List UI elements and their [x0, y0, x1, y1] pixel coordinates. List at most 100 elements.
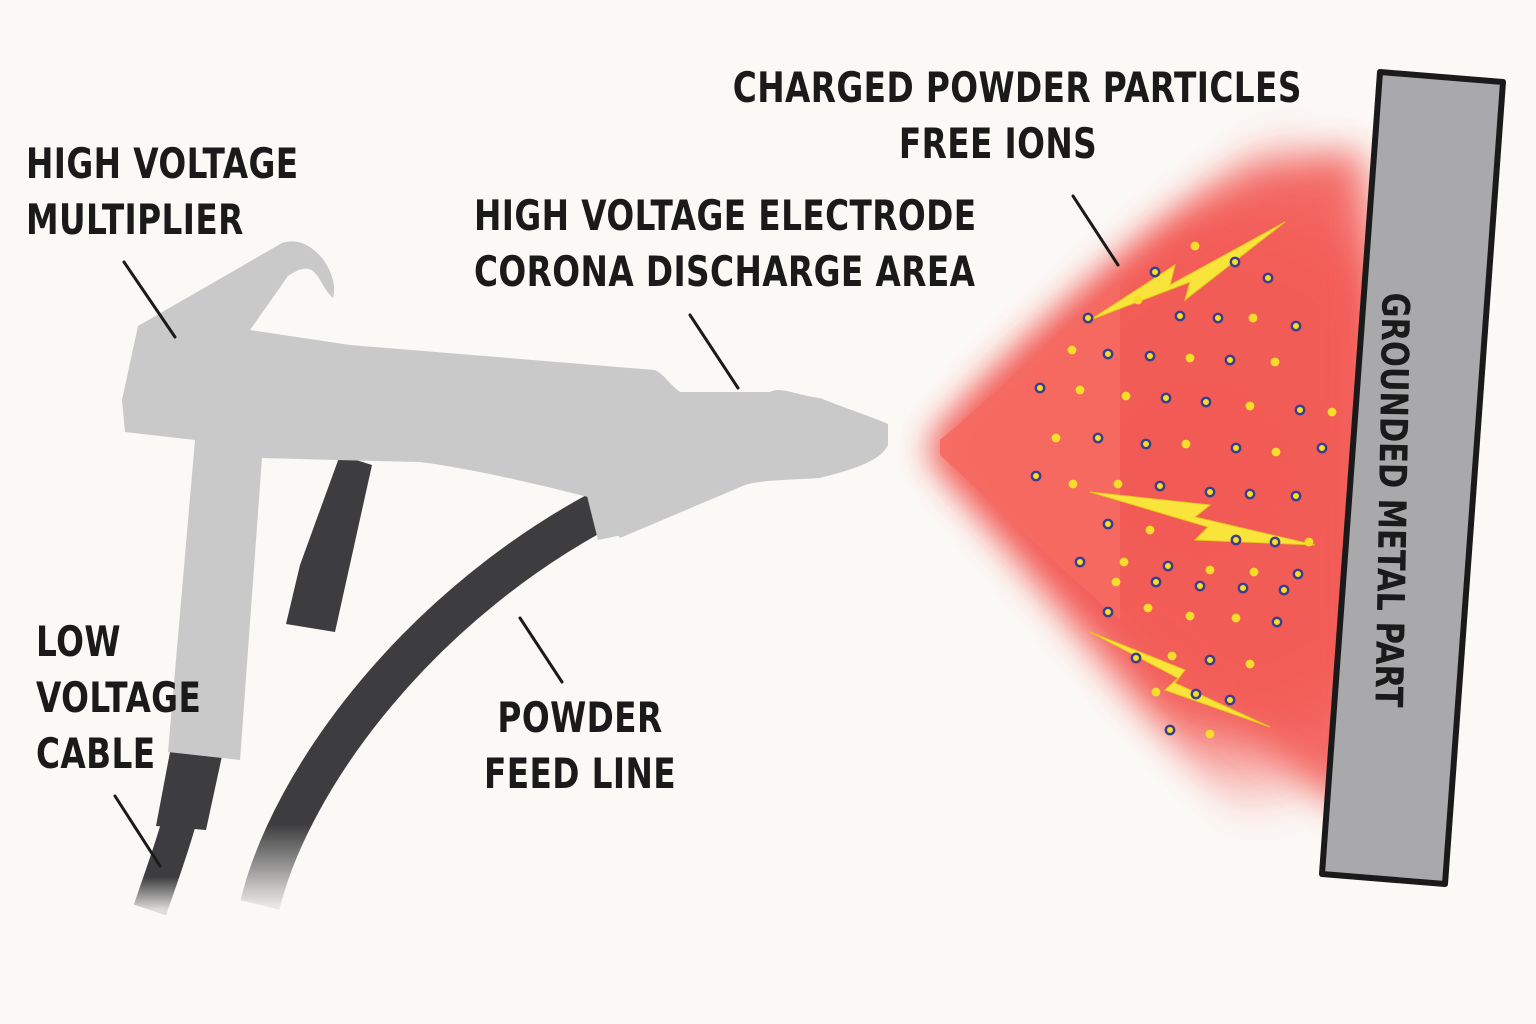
leader-line-particles: [1071, 194, 1120, 267]
powder-particle: [1068, 479, 1078, 489]
powder-particle: [1304, 537, 1314, 547]
label-electrode-corona: HIGH VOLTAGE ELECTRODE CORONA DISCHARGE …: [474, 188, 976, 300]
leader-line-cable: [113, 794, 162, 868]
label-line: CORONA DISCHARGE AREA: [474, 247, 976, 296]
powder-particle: [1271, 447, 1281, 457]
free-ion-particle: [1074, 556, 1086, 568]
powder-particle: [1231, 613, 1241, 623]
powder-particle: [1249, 567, 1259, 577]
label-line: CABLE: [36, 729, 156, 778]
free-ion-particle: [1144, 350, 1156, 362]
free-ion-particle: [1102, 606, 1114, 618]
lightning-bolt-icon: [1089, 221, 1286, 321]
free-ion-particle: [1149, 266, 1161, 278]
free-ion-particle: [1212, 312, 1224, 324]
leader-lines: [113, 194, 1120, 868]
free-ion-particle: [1092, 432, 1104, 444]
label-line: HIGH VOLTAGE ELECTRODE: [474, 191, 977, 240]
lightning-bolt-icons: [1089, 221, 1316, 728]
leader-line-electrode: [688, 313, 740, 390]
label-line: FEED LINE: [483, 749, 677, 798]
label-low-voltage-cable: LOW VOLTAGE CABLE: [36, 614, 201, 782]
free-ion-particle: [1294, 404, 1306, 416]
powder-particle: [1167, 651, 1177, 661]
free-ion-particle: [1237, 582, 1249, 594]
free-ion-particle: [1271, 616, 1283, 628]
leader-line-multiplier: [122, 260, 177, 339]
powder-particle: [1151, 687, 1161, 697]
free-ion-particle: [1174, 310, 1186, 322]
free-ion-particle: [1082, 312, 1094, 324]
powder-particle: [1270, 357, 1280, 367]
grounded-metal-part: [1319, 69, 1506, 887]
label-line: FREE IONS: [898, 119, 1098, 168]
free-ion-particle: [1290, 490, 1302, 502]
powder-particle: [1121, 391, 1131, 401]
powder-particle: [1051, 433, 1061, 443]
label-line: POWDER: [497, 693, 663, 742]
free-ion-particle: [1269, 536, 1281, 548]
label-high-voltage-multiplier: HIGH VOLTAGE MULTIPLIER: [26, 136, 299, 248]
free-ion-particle: [1164, 724, 1176, 736]
gun-trigger: [286, 455, 372, 632]
label-line: LOW: [36, 617, 121, 666]
free-ion-particle: [1244, 488, 1256, 500]
label-line: HIGH VOLTAGE: [26, 139, 299, 188]
label-charged-particles: CHARGED POWDER PARTICLES FREE IONS: [732, 60, 1302, 172]
label-line: VOLTAGE: [36, 673, 202, 722]
free-ion-particle: [1204, 654, 1216, 666]
label-powder-feed-line: POWDER FEED LINE: [479, 690, 682, 802]
free-ion-particle: [1102, 348, 1114, 360]
powder-particle: [1145, 525, 1155, 535]
free-ion-particle: [1130, 652, 1142, 664]
powder-feed-hose: [240, 482, 629, 910]
powder-particle: [1143, 603, 1153, 613]
free-ion-particle: [1194, 580, 1206, 592]
free-ion-particle: [1278, 584, 1290, 596]
powder-particle: [1327, 407, 1337, 417]
free-ion-particle: [1160, 392, 1172, 404]
free-ion-particle: [1316, 442, 1328, 454]
hose-connector: [585, 488, 622, 540]
powder-particle: [1245, 659, 1255, 669]
powder-particle: [1119, 557, 1129, 567]
free-ion-particle: [1290, 320, 1302, 332]
free-ion-particle: [1292, 568, 1304, 580]
powder-particle: [1075, 385, 1085, 395]
free-ion-particle: [1150, 576, 1162, 588]
powder-particle: [1205, 729, 1215, 739]
free-ion-particle: [1262, 272, 1274, 284]
free-ion-particle: [1140, 438, 1152, 450]
powder-particle: [1248, 313, 1258, 323]
free-ion-particle: [1224, 354, 1236, 366]
free-ion-particle: [1224, 694, 1236, 706]
leader-line-feed: [518, 616, 564, 684]
powder-particle: [1113, 479, 1123, 489]
powder-particle: [1181, 439, 1191, 449]
powder-particle: [1185, 611, 1195, 621]
powder-particle: [1245, 401, 1255, 411]
cable-strain-relief: [156, 752, 222, 830]
particle-field: [1030, 241, 1337, 739]
free-ion-particle: [1034, 382, 1046, 394]
powder-particle: [1190, 241, 1200, 251]
label-line: CHARGED POWDER PARTICLES: [732, 63, 1302, 112]
label-line: MULTIPLIER: [26, 195, 244, 244]
powder-particle: [1185, 353, 1195, 363]
powder-particle: [1067, 345, 1077, 355]
free-ion-particle: [1229, 256, 1241, 268]
free-ion-particle: [1030, 470, 1042, 482]
label-grounded-metal-part: GROUNDED METAL PART: [1366, 292, 1418, 708]
free-ion-particle: [1190, 688, 1202, 700]
free-ion-particle: [1200, 396, 1212, 408]
lightning-bolt-icon: [1089, 491, 1316, 546]
powder-particle: [1133, 295, 1143, 305]
powder-particle: [1205, 565, 1215, 575]
spray-gun-body: [122, 241, 888, 761]
free-ion-particle: [1102, 518, 1114, 530]
free-ion-particle: [1162, 560, 1174, 572]
lightning-bolt-icon: [1089, 631, 1271, 728]
powder-particle: [1111, 577, 1121, 587]
